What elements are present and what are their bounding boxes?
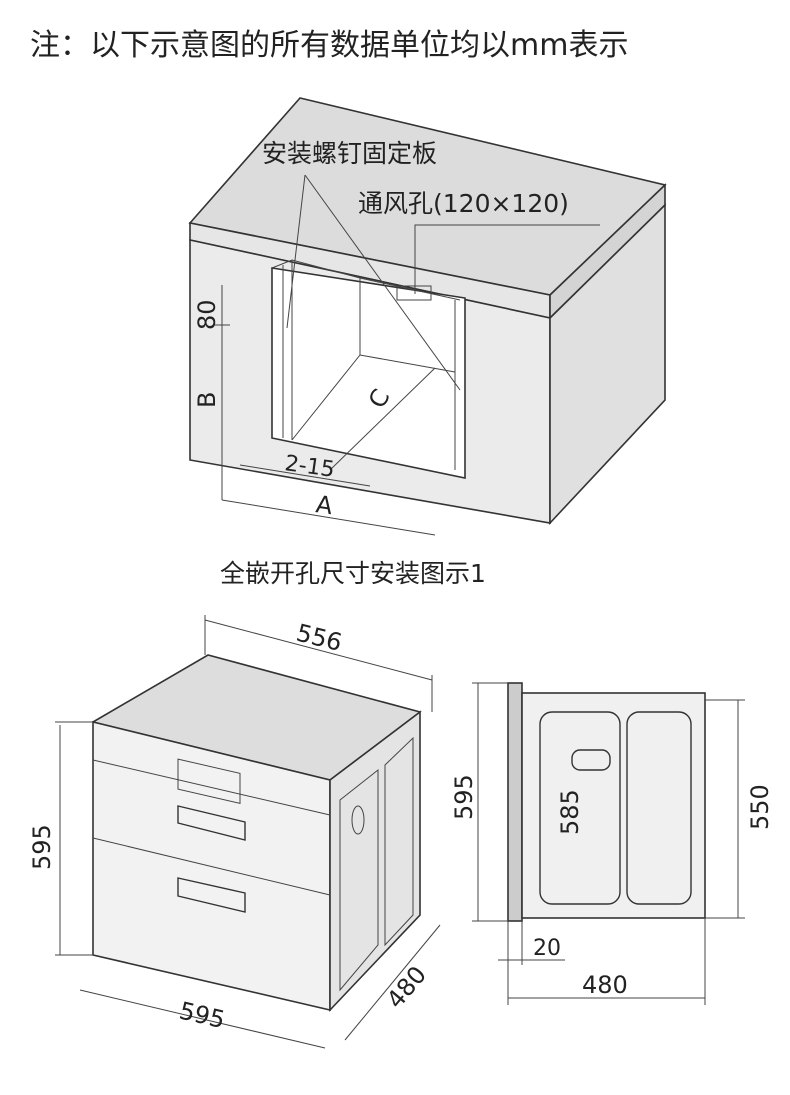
leader-vent bbox=[414, 224, 600, 294]
dim-label-585: 585 bbox=[556, 789, 584, 835]
drawer-separator bbox=[92, 837, 331, 896]
appliance-perspective-diagram: 556 595 595 480 bbox=[28, 615, 441, 1049]
dim-label-A: A bbox=[314, 490, 335, 520]
control-display bbox=[177, 758, 241, 805]
dim-label-595-bottom: 595 bbox=[177, 997, 228, 1035]
leader-fixing-right bbox=[304, 174, 461, 391]
cavity-floor bbox=[291, 354, 456, 441]
leader-fixing-left bbox=[286, 174, 306, 329]
dim-line-2-15 bbox=[239, 464, 371, 487]
dim-line-A bbox=[221, 499, 436, 536]
compartment-front bbox=[539, 711, 621, 905]
appliance-side-view-diagram: 595 585 550 20 480 bbox=[450, 682, 774, 1005]
dim-label-80: 80 bbox=[193, 299, 221, 330]
dim-line-595-bottom bbox=[79, 989, 326, 1049]
lower-drawer-handle bbox=[177, 877, 246, 913]
label-vent: 通风孔(120×120) bbox=[358, 189, 569, 218]
dim-line-480 bbox=[344, 924, 441, 1041]
note-text: 注：以下示意图的所有数据单位均以mm表示 bbox=[30, 28, 628, 63]
dim-line-C bbox=[329, 367, 436, 471]
appliance-side bbox=[329, 710, 421, 1013]
dim-label-556: 556 bbox=[294, 619, 345, 657]
side-recess-left bbox=[339, 768, 379, 992]
dim-label-480-side: 480 bbox=[582, 971, 628, 999]
side-recess-right bbox=[384, 736, 414, 947]
cabinet-side bbox=[549, 203, 666, 526]
upper-drawer-handle bbox=[177, 805, 246, 841]
front-panel-bar bbox=[507, 682, 523, 922]
cavity-back-top bbox=[271, 259, 461, 301]
dim-label-595-side: 595 bbox=[450, 774, 478, 820]
dim-label-550: 550 bbox=[746, 784, 774, 830]
vent-hole bbox=[396, 285, 432, 301]
compartment-rear bbox=[626, 711, 692, 905]
control-panel-line bbox=[92, 759, 331, 816]
caption-diagram1: 全嵌开孔尺寸安装图示1 bbox=[220, 559, 486, 588]
dim-label-B: B bbox=[193, 392, 221, 408]
cabinet-cutout-diagram: 安装螺钉固定板 通风孔(120×120) 80 B C 2-15 A 全嵌开孔尺… bbox=[188, 97, 667, 588]
side-handle bbox=[351, 805, 365, 835]
side-handle-view bbox=[571, 749, 611, 771]
dim-label-595-left: 595 bbox=[28, 824, 56, 870]
dim-line-556 bbox=[204, 619, 433, 681]
label-fixing-plate: 安装螺钉固定板 bbox=[262, 139, 437, 168]
dim-label-480-perspective: 480 bbox=[381, 961, 432, 1014]
dim-label-20: 20 bbox=[533, 936, 561, 961]
cutout-opening bbox=[271, 267, 466, 479]
side-body bbox=[521, 692, 706, 919]
